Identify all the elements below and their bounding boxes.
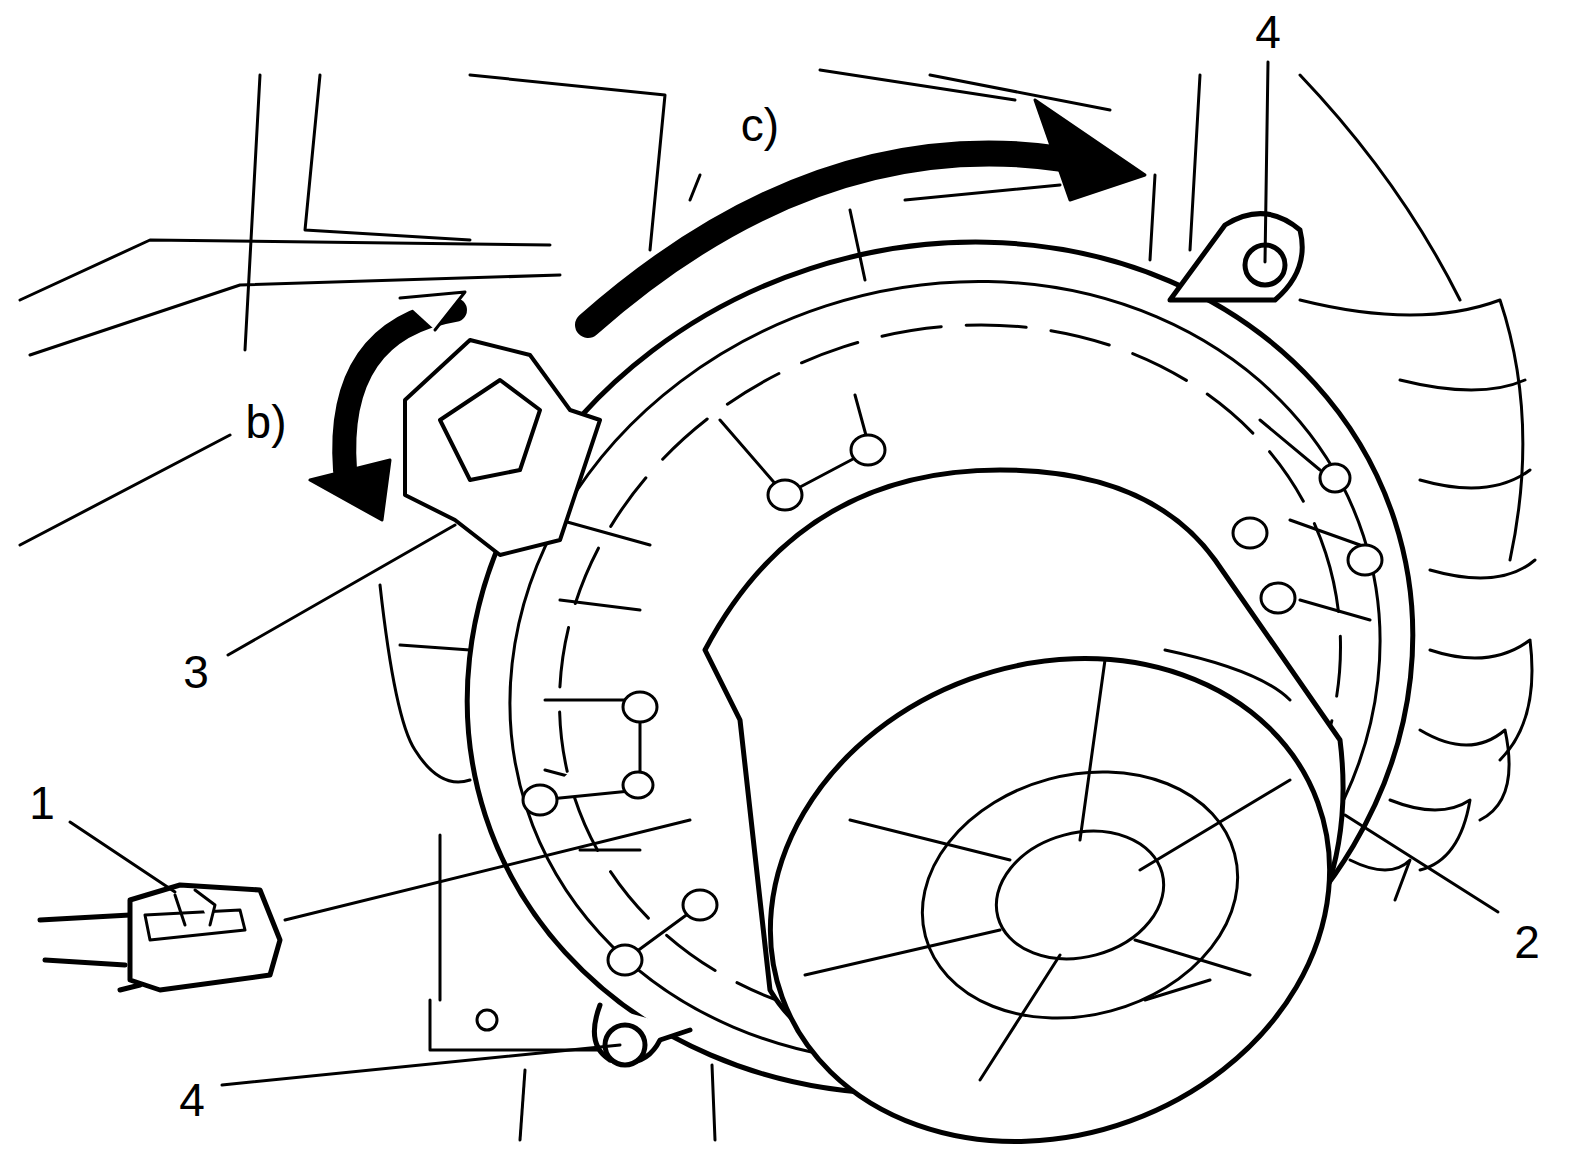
- rotation-arrow-c: [588, 100, 1145, 325]
- callout-number: 2: [1514, 919, 1540, 965]
- release-arrow-b: [310, 292, 465, 520]
- callout-number: 1: [29, 780, 55, 826]
- connector-path-line: [285, 820, 690, 920]
- callout-number: c): [741, 102, 779, 148]
- callout-number: b): [246, 399, 287, 445]
- callout-number: 3: [183, 649, 209, 695]
- callout-number: 4: [179, 1077, 205, 1123]
- retaining-tab: [405, 340, 600, 555]
- electrical-connector: [40, 885, 280, 990]
- callout-number: 4: [1255, 9, 1281, 55]
- motor-cap-detail: [805, 650, 1290, 1080]
- leader-lines: [70, 62, 1498, 1085]
- blower-motor: [702, 470, 1398, 1150]
